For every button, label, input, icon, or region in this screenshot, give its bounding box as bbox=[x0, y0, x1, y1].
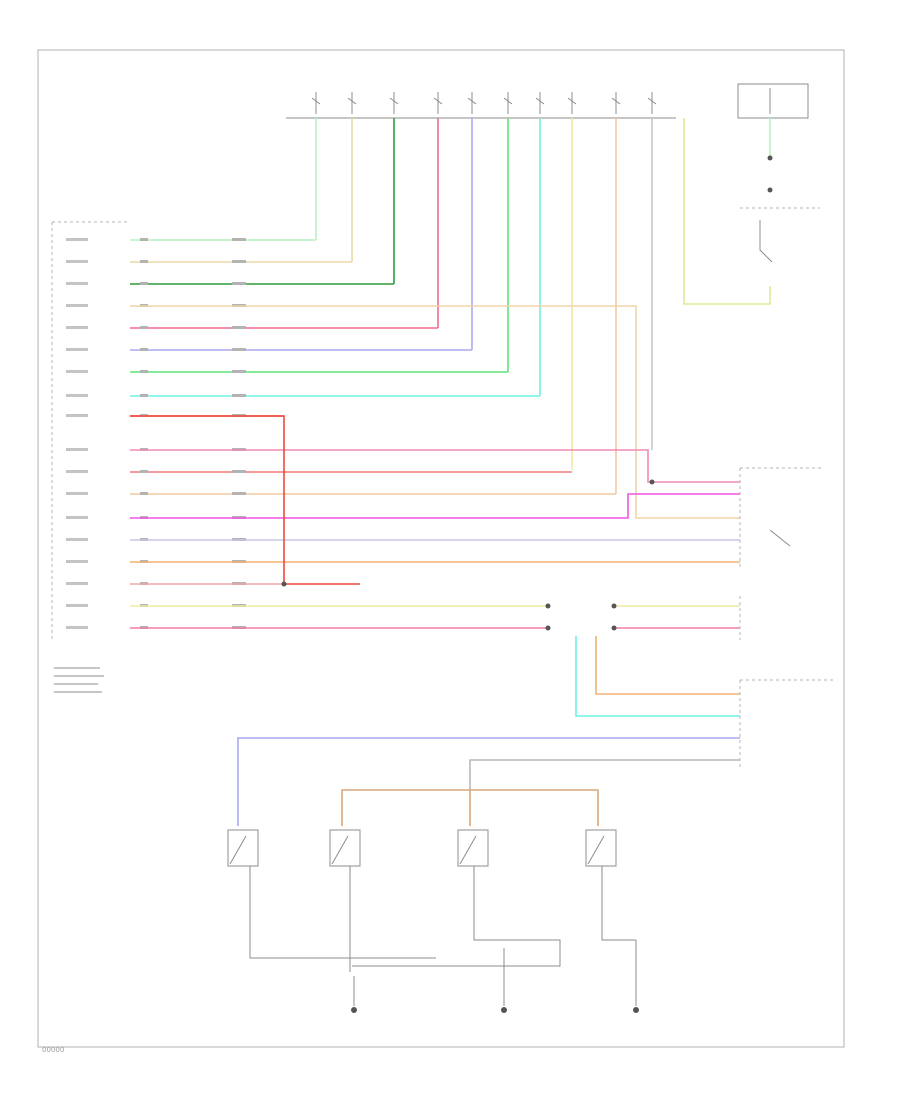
wire-tan-loop bbox=[130, 305, 740, 519]
ground-2 bbox=[501, 948, 507, 1013]
pin-row-1-function-mark bbox=[66, 238, 88, 241]
wire-pink-right bbox=[130, 449, 740, 483]
pin-row-7-wire-code-mark bbox=[232, 370, 246, 373]
fuse-cluster-1 bbox=[311, 92, 321, 114]
pin-row-2-function-mark bbox=[66, 260, 88, 263]
pin-row-9-function-mark bbox=[66, 414, 88, 417]
pin-row-1-pin-number-mark bbox=[140, 238, 148, 241]
actuator-4 bbox=[585, 829, 617, 867]
fuse-cluster-2 bbox=[347, 92, 357, 114]
fuse-cluster-8 bbox=[567, 92, 577, 114]
ground-3 bbox=[633, 940, 639, 1013]
pin-row-8-function-mark bbox=[66, 394, 88, 397]
pin-row-8-pin-number-mark bbox=[140, 394, 148, 397]
pin-row-6-pin-number-mark bbox=[140, 348, 148, 351]
pin-row-12-pin-number-mark bbox=[140, 492, 148, 495]
fuse-cluster-7 bbox=[535, 92, 545, 114]
pin-row-15-function-mark bbox=[66, 560, 88, 563]
pin-row-3-wire-code-mark bbox=[232, 282, 246, 285]
bottom-switch-section bbox=[227, 789, 639, 1013]
wire-blue-dl bbox=[237, 737, 740, 826]
fuse-cluster-9 bbox=[611, 92, 621, 114]
pin-row-7-pin-number-mark bbox=[140, 370, 148, 373]
left-module bbox=[51, 221, 130, 693]
pin-row-10-function-mark bbox=[66, 448, 88, 451]
wire-cyan-dl bbox=[575, 636, 740, 717]
pin-row-14-function-mark bbox=[66, 538, 88, 541]
module-label-lines bbox=[54, 667, 104, 693]
pin-row-11-wire-code-mark bbox=[232, 470, 246, 473]
pin-row-18-function-mark bbox=[66, 626, 88, 629]
wire-red-drop bbox=[130, 415, 360, 585]
actuator-2 bbox=[329, 829, 361, 867]
module-pin-rows bbox=[66, 238, 616, 629]
interior-lamp-switch bbox=[759, 220, 773, 263]
actuator-3 bbox=[457, 829, 489, 867]
top-fuse-bank bbox=[286, 83, 809, 119]
pin-row-8-wire-code-mark bbox=[232, 394, 246, 397]
pin-row-5-function-mark bbox=[66, 326, 88, 329]
wire-gray-dl bbox=[469, 759, 740, 790]
pin-row-2-pin-number-mark bbox=[140, 260, 148, 263]
wire-orange-dl bbox=[595, 636, 740, 695]
pin-row-6-function-mark bbox=[66, 348, 88, 351]
pin-row-3-function-mark bbox=[66, 282, 88, 285]
splice-connector bbox=[281, 479, 655, 631]
pin-row-2-wire-code-mark bbox=[232, 260, 246, 263]
pin-row-7-function-mark bbox=[66, 370, 88, 373]
actuator-1 bbox=[227, 829, 259, 867]
pin-row-12-wire-code-mark bbox=[232, 492, 246, 495]
pin-row-5-pin-number-mark bbox=[140, 326, 148, 329]
door-lock-feed bbox=[237, 636, 740, 826]
pin-row-1-wire-code-mark bbox=[232, 238, 246, 241]
wire-magenta-right bbox=[130, 493, 740, 519]
fuse-cluster-3 bbox=[389, 92, 399, 114]
pin-row-6-wire-code-mark bbox=[232, 348, 246, 351]
door-ajar-switch bbox=[769, 529, 791, 547]
pin-row-4-function-mark bbox=[66, 304, 88, 307]
page-id: 00000 bbox=[42, 1046, 64, 1054]
vertical-wire-runs bbox=[130, 118, 771, 519]
wire-yelgreen-right bbox=[683, 118, 771, 305]
fuse-cluster-4 bbox=[433, 92, 443, 114]
fuse-cluster-6 bbox=[503, 92, 513, 114]
fuse-cluster-5 bbox=[467, 92, 477, 114]
ground-1 bbox=[351, 976, 357, 1013]
pin-row-11-function-mark bbox=[66, 470, 88, 473]
pin-row-11-pin-number-mark bbox=[140, 470, 148, 473]
right-components bbox=[739, 155, 836, 770]
pin-row-13-function-mark bbox=[66, 516, 88, 519]
page-frame bbox=[37, 49, 845, 1048]
pin-row-12-function-mark bbox=[66, 492, 88, 495]
pin-row-17-function-mark bbox=[66, 604, 88, 607]
pin-row-5-wire-code-mark bbox=[232, 326, 246, 329]
fuse-cluster-10 bbox=[647, 92, 657, 114]
pin-row-3-pin-number-mark bbox=[140, 282, 148, 285]
right-feed-wires bbox=[130, 415, 740, 629]
pin-row-16-function-mark bbox=[66, 582, 88, 585]
